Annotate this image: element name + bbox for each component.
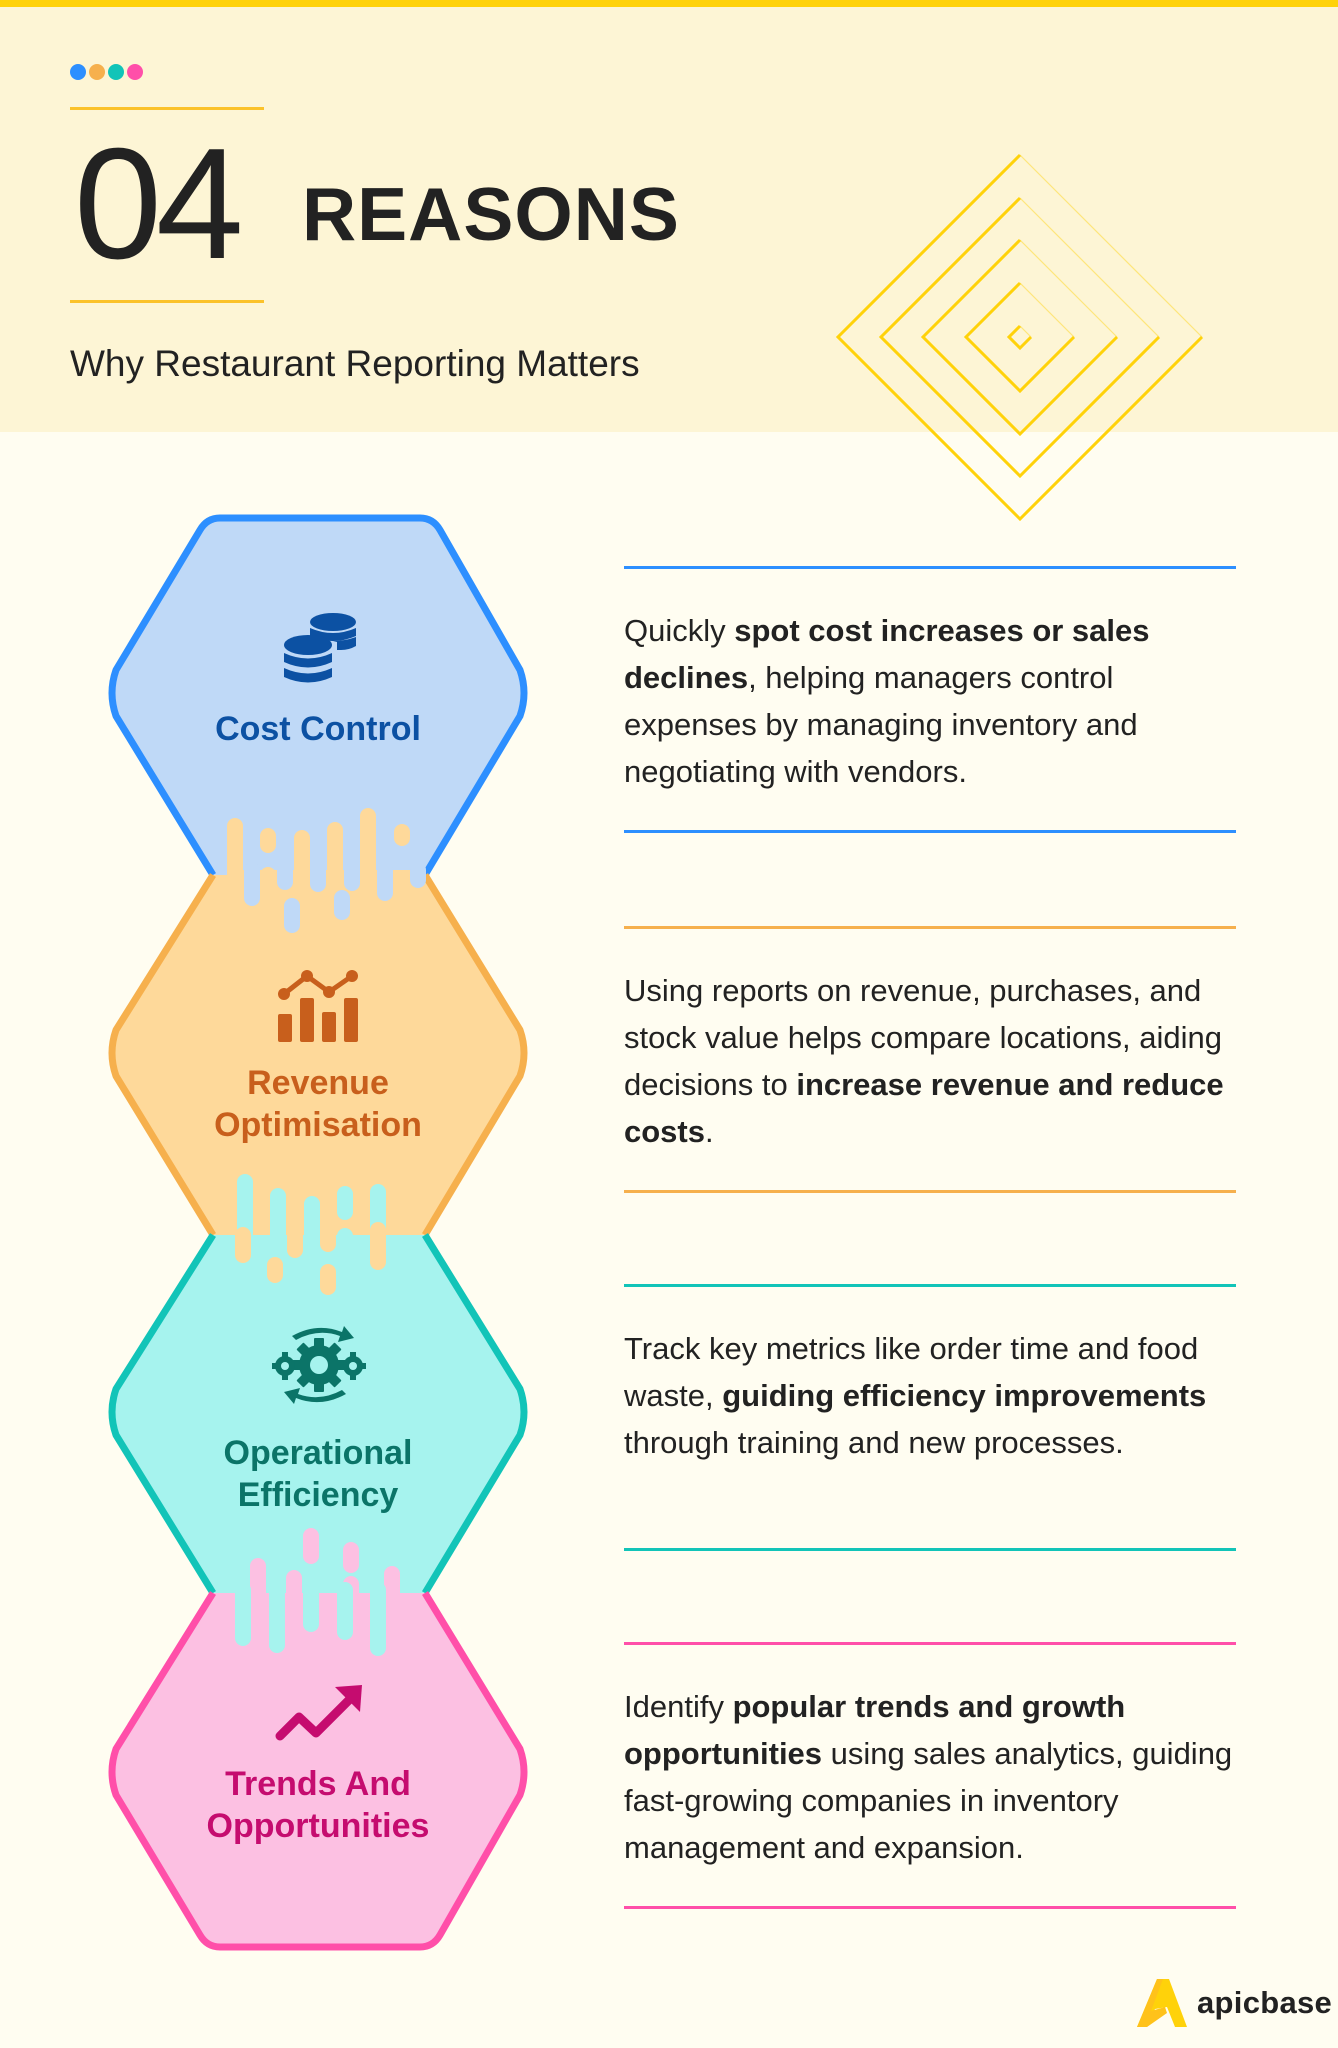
hex-title-revenue-optimisation: Revenue Optimisation — [108, 1062, 528, 1146]
hex-title-line: Trends And — [225, 1765, 411, 1803]
header-band: 04 REASONS Why Restaurant Reporting Matt… — [0, 7, 1338, 432]
panel-rule-bottom — [624, 1906, 1236, 1909]
hex-title-trends-opportunities: Trends And Opportunities — [108, 1763, 528, 1847]
panel-rule-bottom — [624, 1548, 1236, 1551]
diamond-ring-4 — [963, 281, 1076, 394]
body-text: Using reports on revenue, purchases, and… — [624, 973, 1222, 1102]
reason-description: Using reports on revenue, purchases, and… — [624, 967, 1236, 1155]
hex-title-line: Operational — [223, 1434, 413, 1472]
reason-panel-operational-efficiency: Track key metrics like order time and fo… — [624, 1284, 1236, 1551]
dot-teal — [108, 64, 124, 80]
coins-stack-icon — [284, 613, 356, 683]
diamond-ring-1 — [835, 153, 1204, 522]
reason-description: Identify popular trends and growth oppor… — [624, 1683, 1236, 1871]
body-text: through training and new processes. — [624, 1425, 1124, 1460]
body-text: Track key metrics like order time and fo… — [624, 1331, 1199, 1413]
drip-pattern-3 — [235, 1528, 400, 1656]
body-text: Quickly — [624, 613, 735, 648]
reasons-heading: REASONS — [302, 172, 680, 256]
diamond-ring-2 — [878, 196, 1161, 479]
emphasis-text: popular trends and growth opportunities — [624, 1689, 1126, 1771]
reason-description: Quickly spot cost increases or sales dec… — [624, 607, 1236, 795]
brand-name: apicbase — [1197, 1985, 1333, 2020]
page-subtitle: Why Restaurant Reporting Matters — [70, 343, 640, 384]
hex-title-line: Efficiency — [237, 1476, 399, 1514]
reason-description: Track key metrics like order time and fo… — [624, 1325, 1236, 1513]
bar-line-chart-icon — [278, 970, 358, 1042]
reason-panel-cost-control: Quickly spot cost increases or sales dec… — [624, 566, 1236, 833]
panel-rule-top — [624, 926, 1236, 929]
body-text: Identify — [624, 1689, 733, 1724]
diamond-ring-5 — [1006, 324, 1033, 351]
hex-title-cost-control: Cost Control — [108, 708, 528, 750]
hex-revenue-optimisation — [108, 873, 528, 1240]
trending-up-arrow-icon — [275, 1685, 362, 1741]
hex-cost-control — [108, 514, 528, 880]
reasons-count: 04 — [74, 116, 244, 292]
panel-rule-bottom — [624, 830, 1236, 833]
panel-rule-bottom — [624, 1190, 1236, 1193]
hex-title-line: Opportunities — [206, 1807, 430, 1845]
color-dots — [70, 64, 143, 80]
hex-operational-efficiency — [108, 1233, 528, 1598]
reason-panel-revenue-optimisation: Using reports on revenue, purchases, and… — [624, 926, 1236, 1193]
hex-title-line: Optimisation — [214, 1106, 422, 1144]
brand-logo: apicbase — [1137, 1979, 1332, 2027]
emphasis-text: spot cost increases or sales declines — [624, 613, 1150, 695]
diamond-ring-3 — [920, 238, 1119, 437]
drip-pattern-2 — [235, 1174, 386, 1295]
emphasis-text: increase revenue and reduce costs — [624, 1067, 1224, 1149]
panel-rule-top — [624, 1284, 1236, 1287]
body-text: using sales analytics, guiding fast-grow… — [624, 1736, 1233, 1865]
dot-blue — [70, 64, 86, 80]
body-text: , helping managers control expenses by m… — [624, 660, 1138, 789]
dot-pink — [127, 64, 143, 80]
divider-top — [70, 107, 264, 110]
body-text: . — [704, 1114, 714, 1149]
drip-pattern-1 — [227, 808, 426, 933]
hex-trends-opportunities — [108, 1591, 528, 1951]
hex-title-line: Revenue — [247, 1064, 389, 1102]
dot-orange — [89, 64, 105, 80]
reason-panel-trends-opportunities: Identify popular trends and growth oppor… — [624, 1642, 1236, 1909]
hexagon-column — [108, 514, 528, 1951]
divider-bottom — [70, 300, 264, 303]
hex-title-operational-efficiency: Operational Efficiency — [108, 1432, 528, 1516]
concentric-diamond-decoration — [835, 153, 1204, 522]
hex-title-line: Cost Control — [215, 710, 421, 748]
apicbase-logo-icon — [1137, 1979, 1187, 2027]
top-accent-bar — [0, 0, 1338, 7]
panel-rule-top — [624, 566, 1236, 569]
emphasis-text: guiding efficiency improvements — [722, 1378, 1207, 1413]
panel-rule-top — [624, 1642, 1236, 1645]
gears-cycle-icon — [272, 1326, 366, 1404]
